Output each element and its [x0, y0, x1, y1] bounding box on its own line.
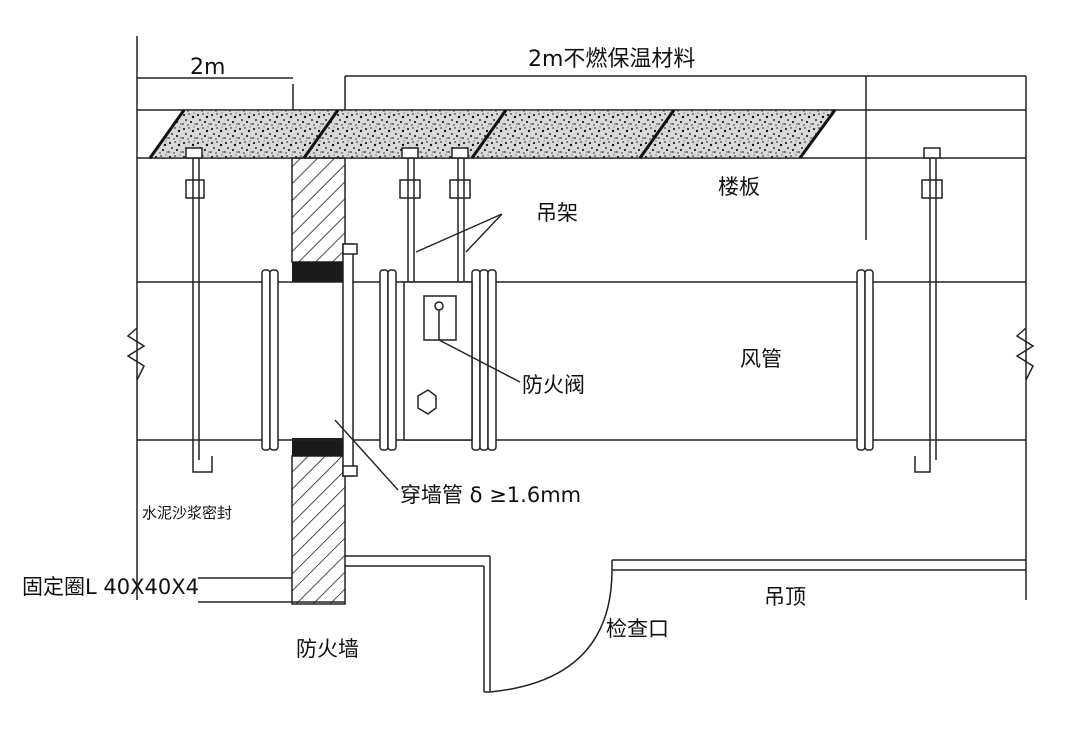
suspended-ceiling	[345, 555, 1026, 693]
hangers	[185, 147, 943, 473]
wall-sleeve	[342, 243, 358, 477]
leader-lines	[198, 213, 521, 603]
floor-slab	[137, 109, 1026, 159]
cement-seal-top	[292, 262, 345, 282]
duct	[126, 281, 1035, 441]
hanger-label: 吊架	[536, 201, 578, 225]
duct-flanges	[261, 269, 874, 451]
fire-damper	[403, 281, 473, 441]
access-door-swing	[489, 569, 613, 693]
floor-slab-label: 楼板	[718, 175, 760, 199]
access-opening-label: 检查口	[606, 617, 669, 641]
insulation-label: 2m不燃保温材料	[528, 47, 695, 72]
fire-damper-label: 防火阀	[522, 373, 585, 397]
fire-wall-label: 防火墙	[296, 637, 359, 661]
cement-seal-label: 水泥沙浆密封	[142, 504, 232, 522]
insulation-band	[148, 109, 837, 159]
cement-seal-bottom	[292, 438, 345, 456]
duct-label: 风管	[740, 347, 782, 371]
fire-wall	[291, 157, 346, 605]
fixing-ring-label: 固定圈L 40X40X4	[22, 575, 199, 599]
dim-2m-label: 2m	[190, 55, 225, 80]
wall-sleeve-label: 穿墙管 δ ≥1.6mm	[400, 483, 581, 507]
ceiling-label: 吊顶	[764, 585, 806, 609]
